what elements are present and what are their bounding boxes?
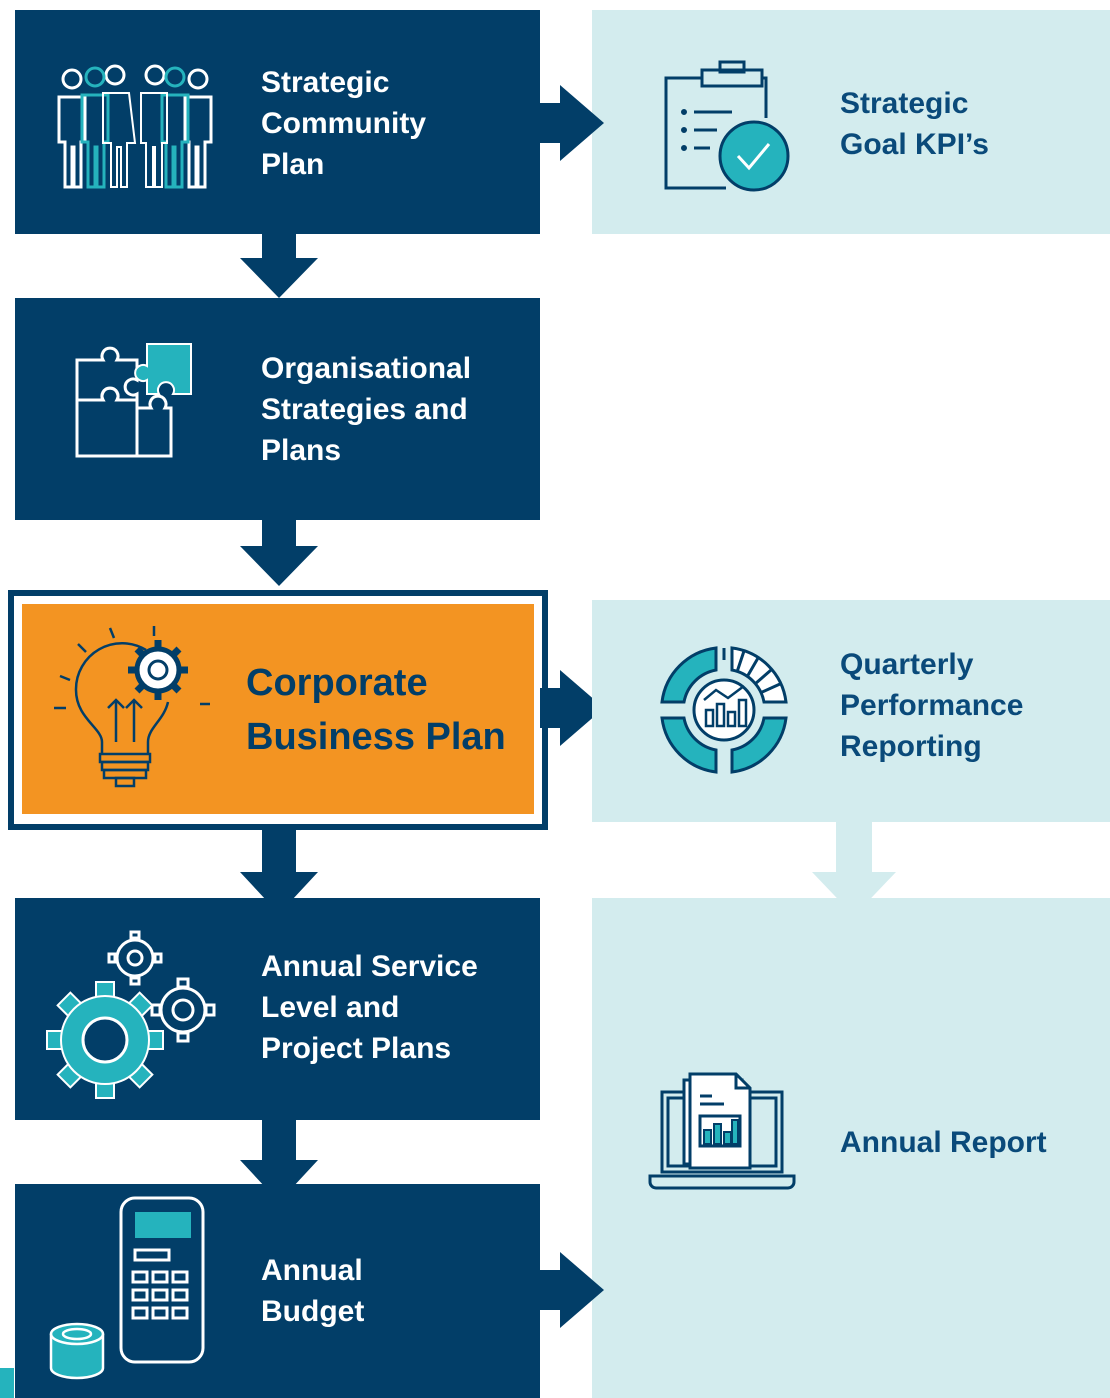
clipboard-check-icon — [664, 60, 790, 192]
organisational-strategies-label: Organisational Strategies and Plans — [261, 352, 472, 467]
arrow-down-2 — [240, 520, 318, 586]
lightbulb-gear-icon — [54, 626, 210, 788]
strategic-community-plan-label: Strategic Community Plan — [261, 66, 426, 181]
corner-accent — [0, 1368, 14, 1398]
laptop-report-icon — [648, 1072, 796, 1190]
dashboard-chart-icon — [660, 646, 788, 774]
annual-report-box: Annual Report — [592, 898, 1110, 1398]
annual-service-level-box: Annual Service Level and Project Plans — [15, 898, 540, 1120]
arrow-down-light — [812, 822, 896, 916]
strategic-community-plan-box: Strategic Community Plan — [15, 10, 540, 234]
annual-service-level-label: Annual Service Level and Project Plans — [261, 950, 478, 1065]
arrow-down-3 — [240, 830, 318, 914]
arrow-down-1 — [240, 234, 318, 298]
puzzle-icon — [75, 343, 192, 458]
corporate-business-plan-box: Corporate Business Plan — [22, 604, 534, 814]
quarterly-performance-box: Quarterly Performance Reporting — [592, 600, 1110, 822]
arrow-right-3 — [540, 1252, 604, 1328]
quarterly-performance-label: Quarterly Performance Reporting — [840, 648, 1024, 763]
annual-report-label: Annual Report — [840, 1126, 1047, 1159]
arrow-right-2 — [540, 670, 604, 746]
arrow-down-4 — [240, 1120, 318, 1202]
corporate-business-plan-label: Corporate Business Plan — [246, 662, 506, 758]
arrow-right-1 — [540, 85, 604, 161]
strategic-goal-kpis-box: Strategic Goal KPI’s — [592, 10, 1110, 234]
people-group-icon — [57, 64, 213, 189]
gears-icon — [46, 930, 216, 1099]
organisational-strategies-box: Organisational Strategies and Plans — [15, 298, 540, 520]
strategic-goal-kpis-label: Strategic Goal KPI’s — [840, 87, 989, 161]
annual-budget-label: Annual Budget — [261, 1254, 365, 1328]
annual-budget-box: Annual Budget — [15, 1184, 540, 1398]
calculator-coin-icon — [49, 1196, 205, 1380]
